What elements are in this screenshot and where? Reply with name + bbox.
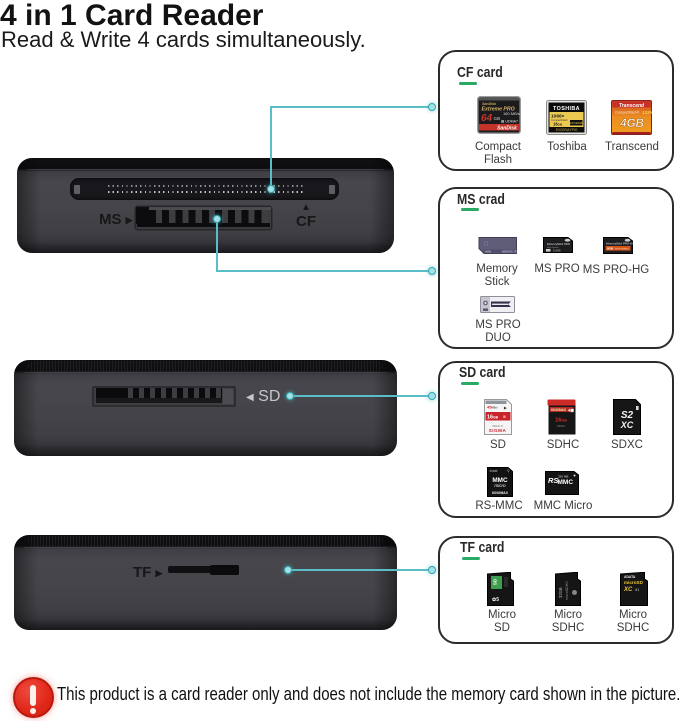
svg-text:RS: RS xyxy=(548,476,558,485)
svg-text:HIGH SPEED: HIGH SPEED xyxy=(615,248,629,250)
svg-text:ADATA: ADATA xyxy=(624,575,636,579)
svg-text:microSDHC: microSDHC xyxy=(565,581,569,600)
svg-text:133×: 133× xyxy=(642,110,652,115)
svg-text:KINGMAX: KINGMAX xyxy=(492,491,509,495)
svg-text:MemoryStick PRO-HG: MemoryStick PRO-HG xyxy=(606,242,633,246)
svg-text:4▣: 4▣ xyxy=(568,407,574,412)
svg-text:✿5: ✿5 xyxy=(492,597,499,603)
svg-text:16GB: 16GB xyxy=(555,418,567,424)
svg-text:160 MB/s: 160 MB/s xyxy=(503,111,520,116)
svg-text:512MB: 512MB xyxy=(553,250,561,253)
svg-text:16GB: 16GB xyxy=(553,122,563,127)
svg-text:Extreme PRO: Extreme PRO xyxy=(482,107,515,113)
svg-text:Ⅹ1: Ⅹ1 xyxy=(635,588,639,592)
svg-text:4MB: 4MB xyxy=(485,249,491,253)
svg-text:KINGMAX: KINGMAX xyxy=(551,408,567,412)
svg-text:EXCERIA PRO: EXCERIA PRO xyxy=(556,128,578,132)
svg-text:64: 64 xyxy=(481,113,493,124)
svg-text:SanDisk: SanDisk xyxy=(497,125,517,131)
svg-text:EXCERIA: EXCERIA xyxy=(569,121,582,125)
svg-text:CompactFlash®: CompactFlash® xyxy=(615,111,640,115)
svg-text:⚲: ⚲ xyxy=(507,469,509,473)
svg-text:32GB: 32GB xyxy=(558,587,563,598)
svg-text:SanDisk: SanDisk xyxy=(482,102,497,106)
svg-text:▶: ▶ xyxy=(503,406,507,410)
svg-text:TOSHIBA: TOSHIBA xyxy=(553,106,580,112)
svg-text:SD: SD xyxy=(493,578,498,585)
svg-text:45MB/s: 45MB/s xyxy=(487,405,498,410)
svg-text:16GB: 16GB xyxy=(487,415,499,421)
svg-text:microSD: microSD xyxy=(624,580,644,585)
svg-text:SIGMA: SIGMA xyxy=(489,428,507,433)
svg-text:4GB: 4GB xyxy=(619,118,644,130)
svg-text:SDHC Ⅱ: SDHC Ⅱ xyxy=(492,424,503,428)
svg-text:MMC: MMC xyxy=(492,477,508,484)
svg-text:256 MB: 256 MB xyxy=(558,475,568,479)
svg-text:1066×: 1066× xyxy=(551,114,565,120)
svg-text:Transcend: Transcend xyxy=(619,103,645,109)
svg-text:High Speed: High Speed xyxy=(547,247,559,249)
svg-text:XC: XC xyxy=(620,420,634,430)
svg-text:micro: micro xyxy=(494,483,506,488)
svg-text:MEMORY STICK: MEMORY STICK xyxy=(502,249,517,253)
svg-text:▤ UDMA7: ▤ UDMA7 xyxy=(501,120,518,124)
svg-text:MMC: MMC xyxy=(558,479,574,486)
svg-text:⊞: ⊞ xyxy=(503,415,506,419)
svg-text:25MB: 25MB xyxy=(490,469,498,473)
svg-text:GB: GB xyxy=(494,116,502,121)
svg-text:XC: XC xyxy=(623,587,633,593)
svg-text:SDHC: SDHC xyxy=(557,424,566,428)
svg-text:S2: S2 xyxy=(621,410,634,421)
svg-text:8GB: 8GB xyxy=(607,247,614,251)
svg-text:MemoryStick PRO: MemoryStick PRO xyxy=(547,242,571,246)
svg-text:CompactFlash: CompactFlash xyxy=(551,118,568,122)
